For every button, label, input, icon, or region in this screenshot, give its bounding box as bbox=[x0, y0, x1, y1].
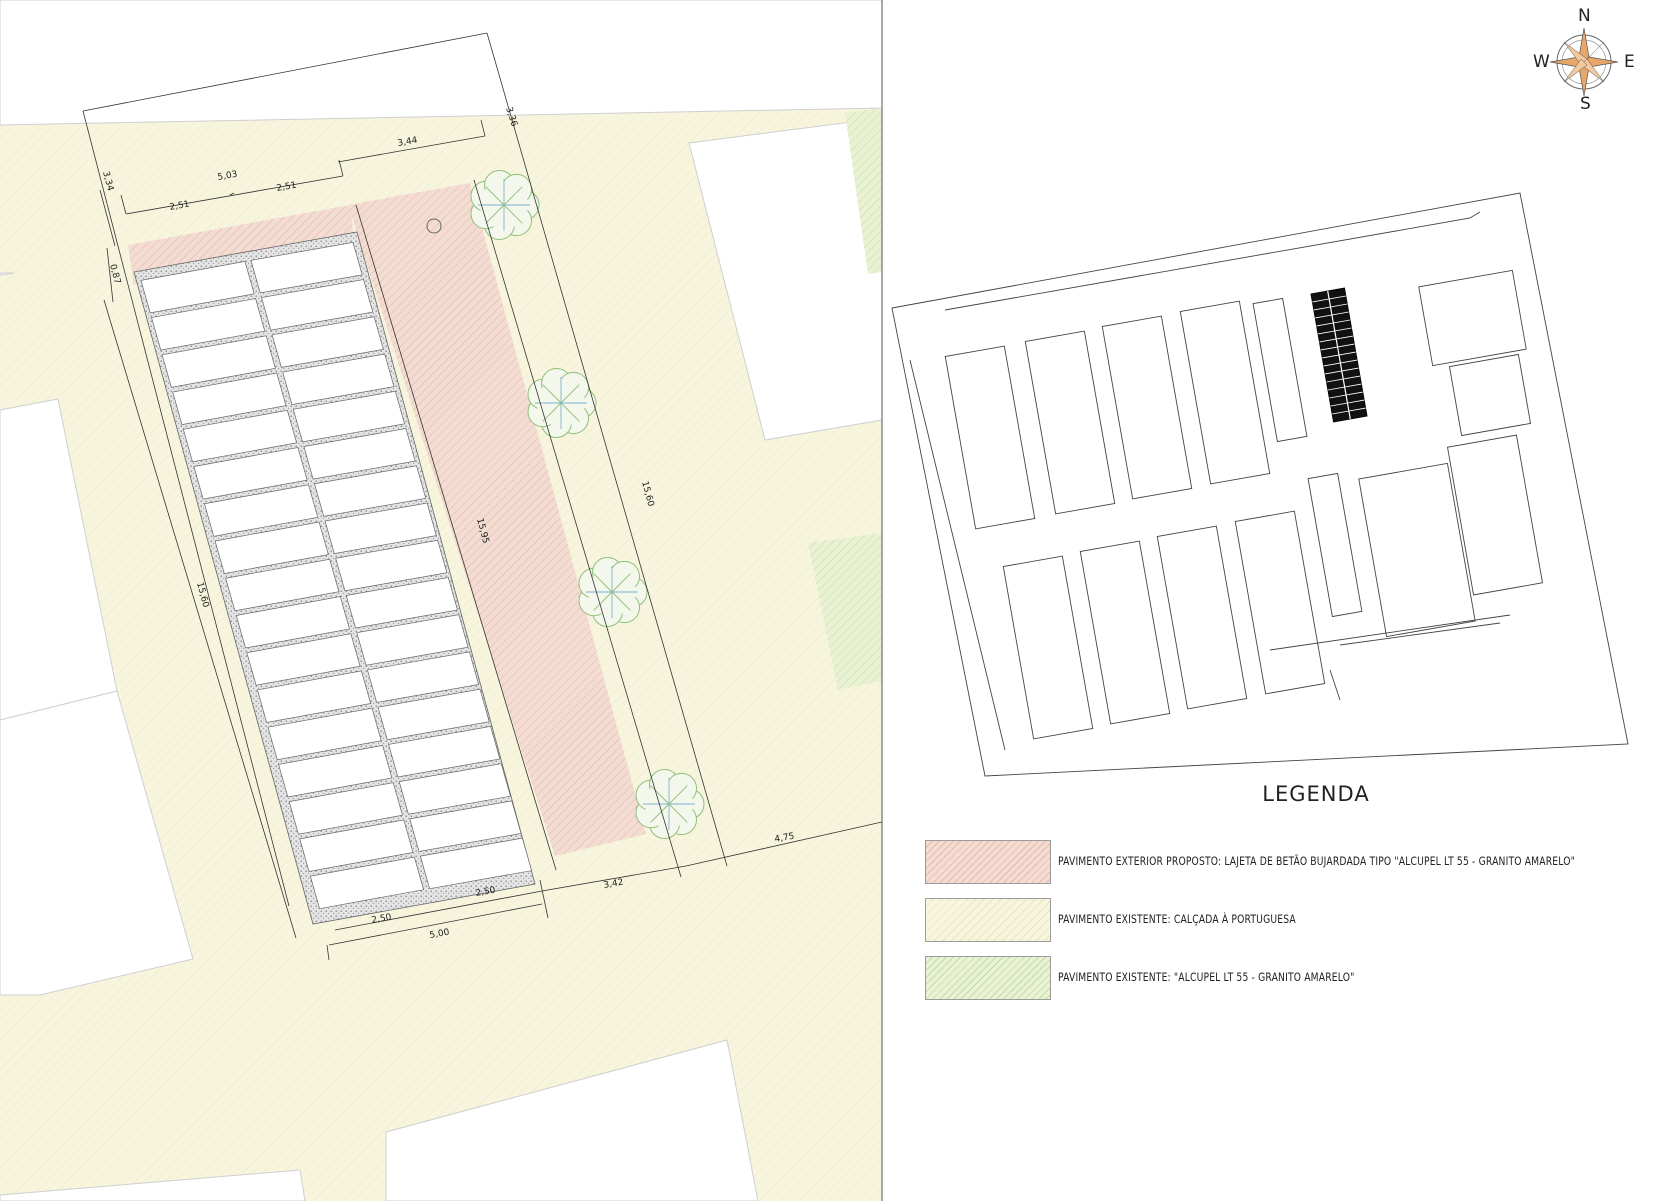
paving-slab bbox=[271, 316, 384, 368]
key-plan-block bbox=[1024, 330, 1116, 515]
paving-slab bbox=[314, 465, 427, 517]
dim-251b: 2,51 bbox=[276, 181, 297, 194]
legend-label-proposed: PAVIMENTO EXTERIOR PROPOSTO: LAJETA DE B… bbox=[1058, 854, 1575, 868]
paving-slab bbox=[366, 651, 480, 703]
paving-slab bbox=[409, 800, 522, 852]
compass-rose-icon bbox=[1549, 27, 1619, 97]
dim-344: 3,44 bbox=[397, 136, 419, 149]
key-plan-blocks bbox=[944, 269, 1544, 740]
paving-slab bbox=[267, 707, 382, 761]
tree-icon bbox=[635, 769, 705, 839]
key-plan-block bbox=[1079, 540, 1171, 725]
paving-slab bbox=[161, 335, 276, 388]
paving-slab bbox=[140, 260, 255, 314]
paving-slab bbox=[256, 670, 372, 723]
tree-icon bbox=[470, 170, 540, 240]
key-plan-block bbox=[1446, 434, 1544, 596]
legend-swatch-proposed bbox=[925, 840, 1051, 884]
key-plan-highlight bbox=[1310, 287, 1368, 423]
key-plan-block bbox=[944, 345, 1036, 530]
paving-slab bbox=[193, 447, 308, 500]
paving-slab bbox=[261, 279, 374, 331]
paving-slab bbox=[214, 521, 329, 574]
dim-250b: 2,50 bbox=[475, 886, 497, 899]
white-blocks bbox=[0, 0, 882, 1201]
paving-slab bbox=[398, 763, 511, 815]
compass-e-label: E bbox=[1624, 52, 1635, 72]
paving-slab bbox=[377, 688, 490, 741]
proposed-pavement-strip bbox=[348, 183, 646, 856]
legend-title: LEGENDA bbox=[1262, 782, 1370, 806]
paving-slab bbox=[250, 241, 363, 294]
paving-slab bbox=[356, 614, 469, 666]
tree-icon bbox=[527, 368, 597, 438]
legend-swatch-alcupel bbox=[925, 956, 1051, 1000]
right-panel-key-plan bbox=[891, 192, 1629, 777]
trees bbox=[470, 170, 705, 839]
paving-slab bbox=[299, 819, 414, 872]
paving-slab bbox=[151, 298, 266, 351]
dim-500: 5,00 bbox=[429, 928, 451, 941]
dim-250a: 2,50 bbox=[371, 913, 393, 926]
key-plan-block bbox=[1179, 300, 1271, 485]
legend-swatch-calcada bbox=[925, 898, 1051, 942]
dim-251a: 2,51 bbox=[169, 200, 190, 213]
paving-slab bbox=[345, 577, 458, 629]
alcupel-strip-top bbox=[845, 108, 882, 274]
key-plan-block bbox=[1448, 353, 1532, 437]
dimension-lines bbox=[82, 32, 882, 961]
key-plan-block bbox=[1234, 510, 1326, 695]
paving-slab bbox=[309, 856, 425, 910]
paving-slab bbox=[388, 726, 501, 778]
key-plan-block bbox=[1002, 555, 1094, 740]
key-plan-block bbox=[1418, 269, 1527, 367]
paving-slab bbox=[288, 782, 403, 835]
key-plan-block bbox=[1252, 297, 1308, 443]
dim-503: 5,03 bbox=[217, 170, 238, 183]
dim-475: 4,75 bbox=[774, 832, 795, 845]
paving-slab bbox=[335, 539, 448, 592]
paving-slab bbox=[282, 353, 395, 406]
compass-n-label: N bbox=[1578, 6, 1591, 26]
compass-s-label: S bbox=[1580, 94, 1591, 114]
manhole-icon bbox=[426, 218, 442, 234]
paving-slab bbox=[235, 596, 350, 649]
legend-label-alcupel: PAVIMENTO EXISTENTE: "ALCUPEL LT 55 - GR… bbox=[1058, 970, 1355, 984]
paving-slab bbox=[292, 390, 406, 443]
compass-w-label: W bbox=[1533, 52, 1550, 72]
paving-slab bbox=[204, 484, 319, 537]
paving-slab bbox=[278, 745, 393, 798]
dim-342: 3,42 bbox=[603, 878, 624, 891]
paving-slab bbox=[246, 633, 361, 686]
paving-slab bbox=[182, 409, 298, 463]
paving-slab bbox=[324, 502, 437, 554]
key-plan-block bbox=[1307, 472, 1363, 618]
paving-slab bbox=[419, 837, 533, 890]
alcupel-strip-mid bbox=[808, 533, 882, 690]
legend-label-calcada: PAVIMENTO EXISTENTE: CALÇADA À PORTUGUES… bbox=[1058, 912, 1296, 926]
paving-slab bbox=[225, 558, 340, 612]
key-plan-block bbox=[1358, 462, 1476, 638]
key-plan-block bbox=[1156, 525, 1248, 710]
key-plan-block bbox=[1101, 315, 1193, 500]
paving-slab bbox=[172, 372, 287, 426]
left-panel-plan: 3,36 3,44 3,34 5,03 2,51 2,51 0,87 15,60… bbox=[0, 0, 883, 1201]
paving-slab bbox=[303, 428, 416, 480]
paving-grid bbox=[133, 231, 536, 925]
